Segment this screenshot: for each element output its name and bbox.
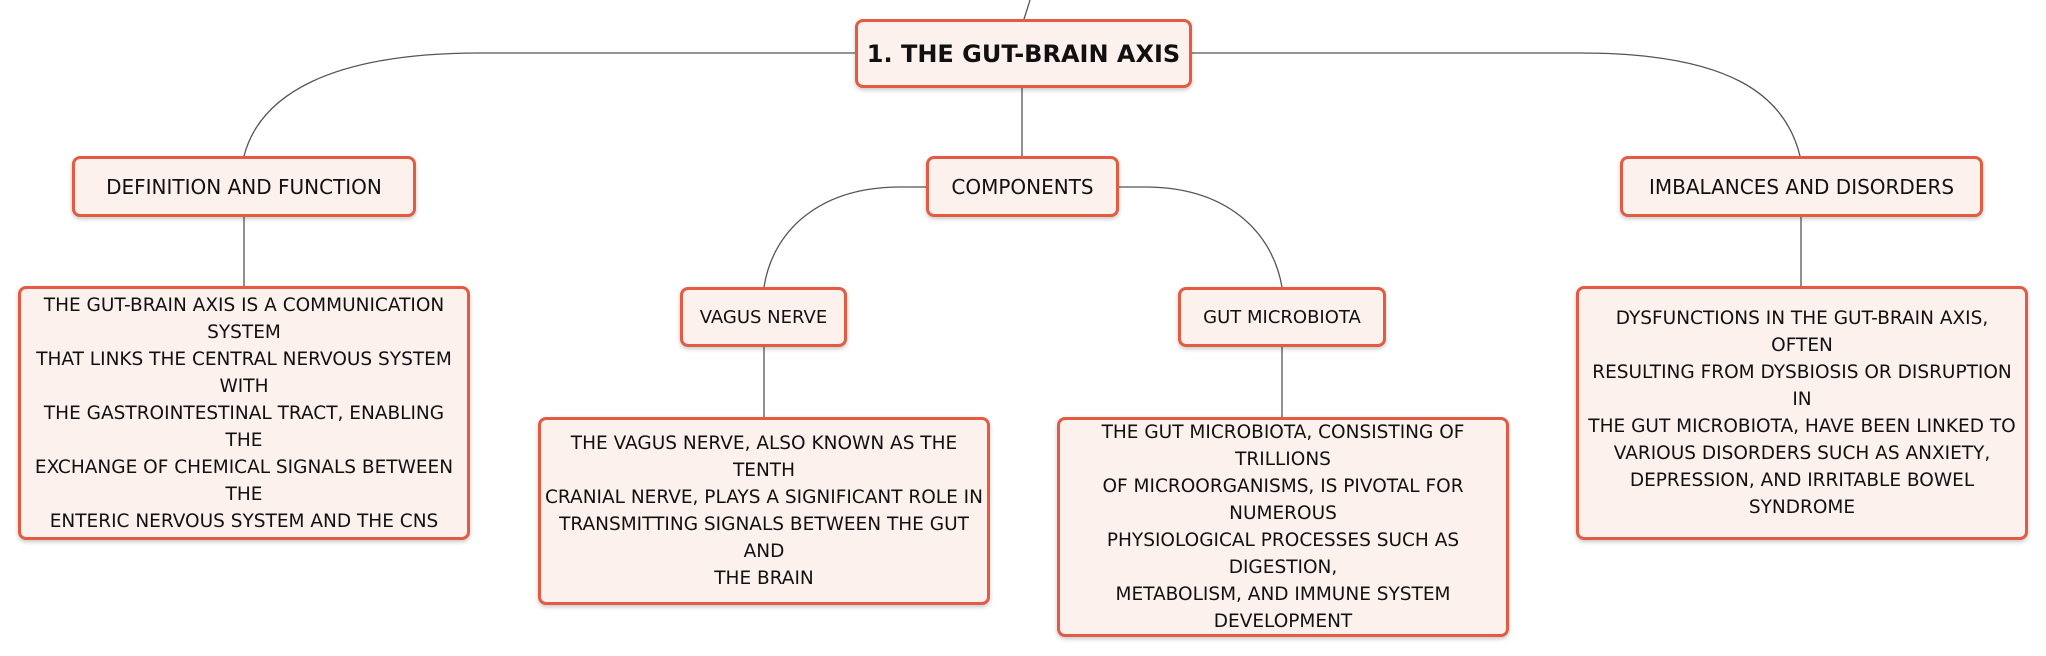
vagus-nerve-text-line: THE VAGUS NERVE, ALSO KNOWN AS THE TENTH [570, 433, 958, 481]
node-imbalances-label: IMBALANCES AND DISORDERS [1648, 174, 1955, 199]
definition-text-box[interactable]: THE GUT-BRAIN AXIS IS A COMMUNICATION SY… [18, 286, 470, 540]
gut-microbiota-text-line: THE GUT MICROBIOTA, CONSISTING OF TRILLI… [1101, 422, 1465, 470]
imbalances-text-line: DYSFUNCTIONS IN THE GUT-BRAIN AXIS, OFTE… [1615, 308, 1989, 356]
definition-text-line: THE GASTROINTESTINAL TRACT, ENABLING THE [43, 402, 445, 451]
node-vagus-label: VAGUS NERVE [699, 306, 828, 328]
connector-root-to-definition [243, 52, 855, 157]
gut-microbiota-text-line: OF MICROORGANISMS, IS PIVOTAL FOR NUMERO… [1102, 476, 1464, 524]
gut-microbiota-text-line: PHYSIOLOGICAL PROCESSES SUCH AS DIGESTIO… [1106, 530, 1460, 578]
node-vagus-nerve[interactable]: VAGUS NERVE [680, 287, 847, 347]
imbalances-text-line: VARIOUS DISORDERS SUCH AS ANXIETY, [1613, 443, 1991, 464]
imbalances-text-line: THE GUT MICROBIOTA, HAVE BEEN LINKED TO [1588, 416, 2016, 437]
imbalances-text-line: DEPRESSION, AND IRRITABLE BOWEL SYNDROME [1629, 470, 1975, 518]
connector-parent-to-root [1023, 0, 1031, 20]
node-definition-and-function[interactable]: DEFINITION AND FUNCTION [72, 156, 416, 217]
gut-microbiota-text-box[interactable]: THE GUT MICROBIOTA, CONSISTING OF TRILLI… [1057, 417, 1509, 637]
vagus-nerve-text-line: CRANIAL NERVE, PLAYS A SIGNIFICANT ROLE … [545, 487, 983, 508]
vagus-nerve-text: THE VAGUS NERVE, ALSO KNOWN AS THE TENTH… [545, 430, 983, 592]
imbalances-text-line: RESULTING FROM DYSBIOSIS OR DISRUPTION I… [1592, 362, 2012, 410]
definition-text: THE GUT-BRAIN AXIS IS A COMMUNICATION SY… [25, 292, 463, 535]
connector-root-to-imbalances [1192, 52, 1801, 157]
vagus-nerve-text-line: THE BRAIN [714, 568, 814, 589]
definition-text-line: ENTERIC NERVOUS SYSTEM AND THE CNS [49, 510, 439, 532]
root-node-label: 1. THE GUT-BRAIN AXIS [866, 39, 1181, 68]
vagus-nerve-text-line: TRANSMITTING SIGNALS BETWEEN THE GUT AND [559, 514, 969, 562]
gut-microbiota-text: THE GUT MICROBIOTA, CONSISTING OF TRILLI… [1064, 419, 1502, 635]
node-imbalances-and-disorders[interactable]: IMBALANCES AND DISORDERS [1620, 156, 1983, 217]
root-node-gut-brain-axis[interactable]: 1. THE GUT-BRAIN AXIS [855, 19, 1192, 88]
definition-text-line: EXCHANGE OF CHEMICAL SIGNALS BETWEEN THE [34, 456, 454, 505]
imbalances-text: DYSFUNCTIONS IN THE GUT-BRAIN AXIS, OFTE… [1583, 305, 2021, 521]
node-components[interactable]: COMPONENTS [926, 156, 1119, 217]
definition-text-line: THE GUT-BRAIN AXIS IS A COMMUNICATION SY… [43, 294, 445, 343]
node-gut-microbiota[interactable]: GUT MICROBIOTA [1178, 287, 1386, 347]
node-microbiota-label: GUT MICROBIOTA [1203, 306, 1361, 328]
node-definition-label: DEFINITION AND FUNCTION [106, 174, 382, 199]
definition-text-line: THAT LINKS THE CENTRAL NERVOUS SYSTEM WI… [36, 348, 452, 397]
connector-components-to-microbiota [1119, 186, 1283, 288]
connector-components-to-vagus [763, 186, 926, 288]
gut-microbiota-text-line: METABOLISM, AND IMMUNE SYSTEM DEVELOPMEN… [1115, 584, 1451, 632]
imbalances-text-box[interactable]: DYSFUNCTIONS IN THE GUT-BRAIN AXIS, OFTE… [1576, 286, 2028, 540]
node-components-label: COMPONENTS [951, 174, 1094, 199]
vagus-nerve-text-box[interactable]: THE VAGUS NERVE, ALSO KNOWN AS THE TENTH… [538, 417, 990, 605]
